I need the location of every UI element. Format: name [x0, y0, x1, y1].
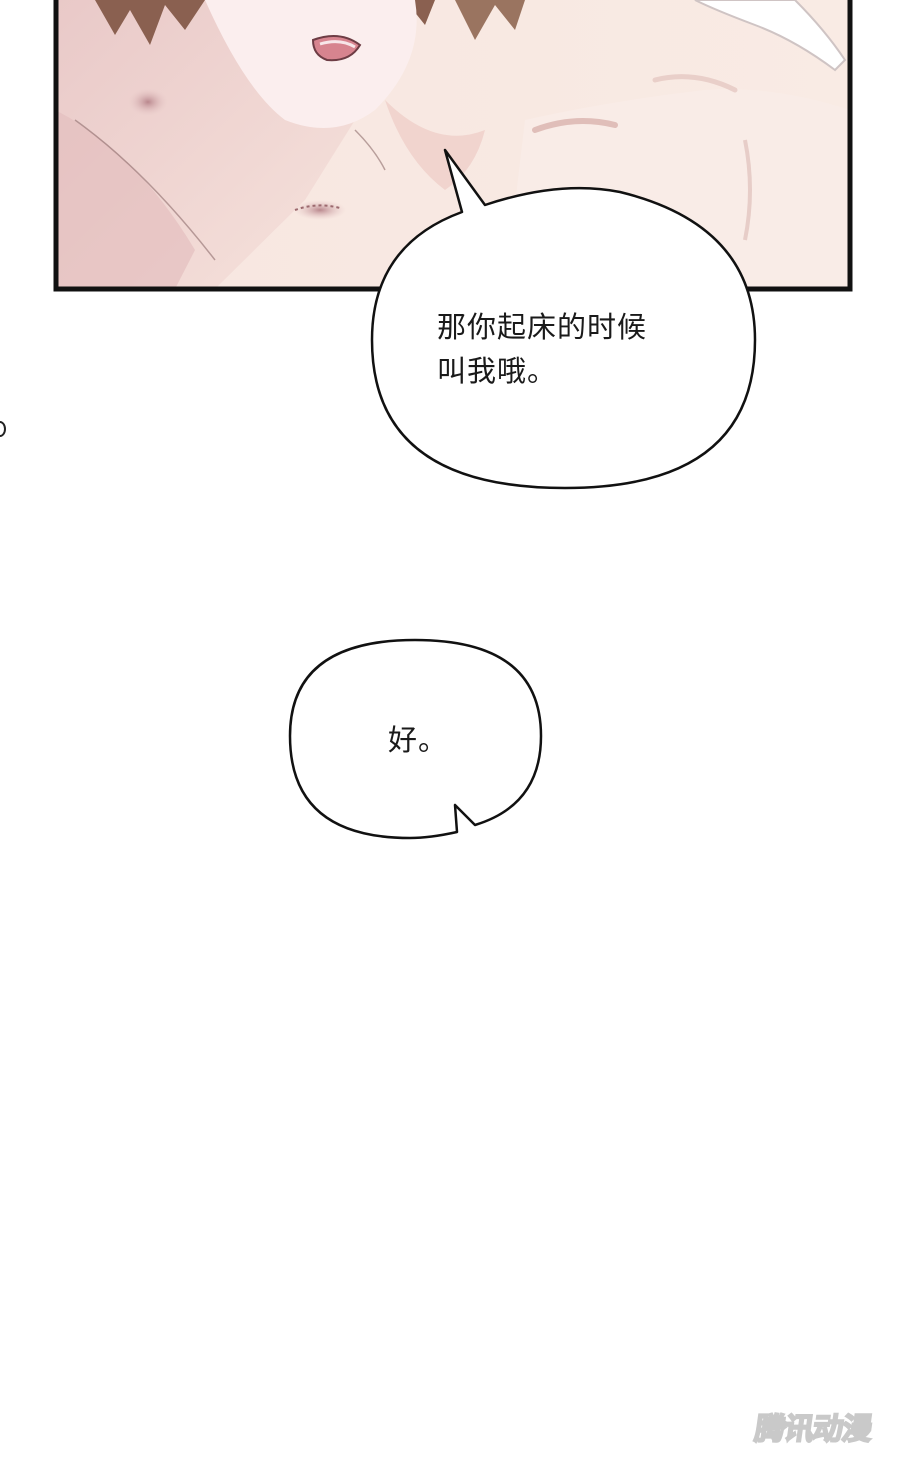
comic-panel [55, 0, 850, 289]
speech-bubble-1-text: 那你起床的时候 叫我哦。 [437, 310, 648, 388]
bruise-mark [128, 88, 168, 116]
panel-artwork [55, 0, 850, 289]
bruise-mark [294, 200, 346, 220]
speech-bubble-2-text: 好。 [388, 723, 449, 757]
watermark-logo: 腾讯动漫 [752, 1411, 875, 1448]
edge-mark [0, 421, 6, 437]
